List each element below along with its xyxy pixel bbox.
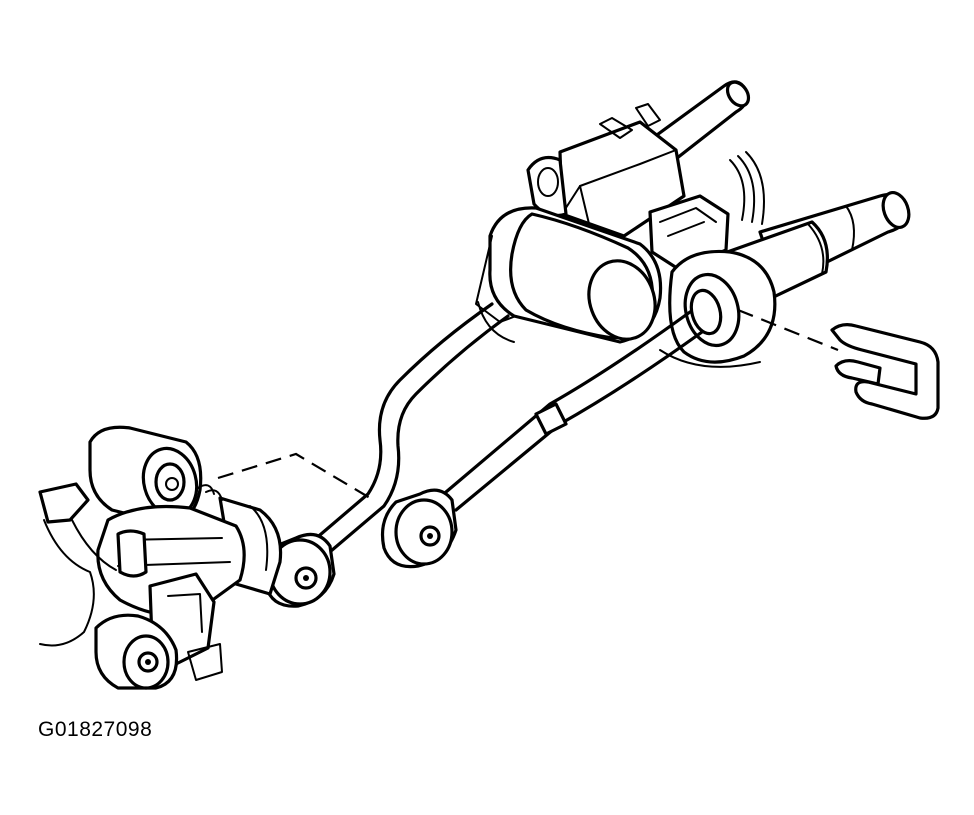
shift-cable-lower xyxy=(444,310,704,512)
wiring xyxy=(729,151,765,225)
transmission-linkage-left xyxy=(38,425,283,690)
figure-id-label: G01827098 xyxy=(38,718,153,741)
alignment-line-clip xyxy=(737,308,839,352)
upper-shaft-top xyxy=(648,80,751,164)
actuator-motor xyxy=(475,206,663,344)
retaining-clip xyxy=(830,323,940,420)
alignment-line-mount xyxy=(217,452,371,499)
shift-cable-upper xyxy=(298,302,510,564)
cable-end-bushing-lower xyxy=(380,488,458,569)
lock-housing xyxy=(526,103,686,238)
